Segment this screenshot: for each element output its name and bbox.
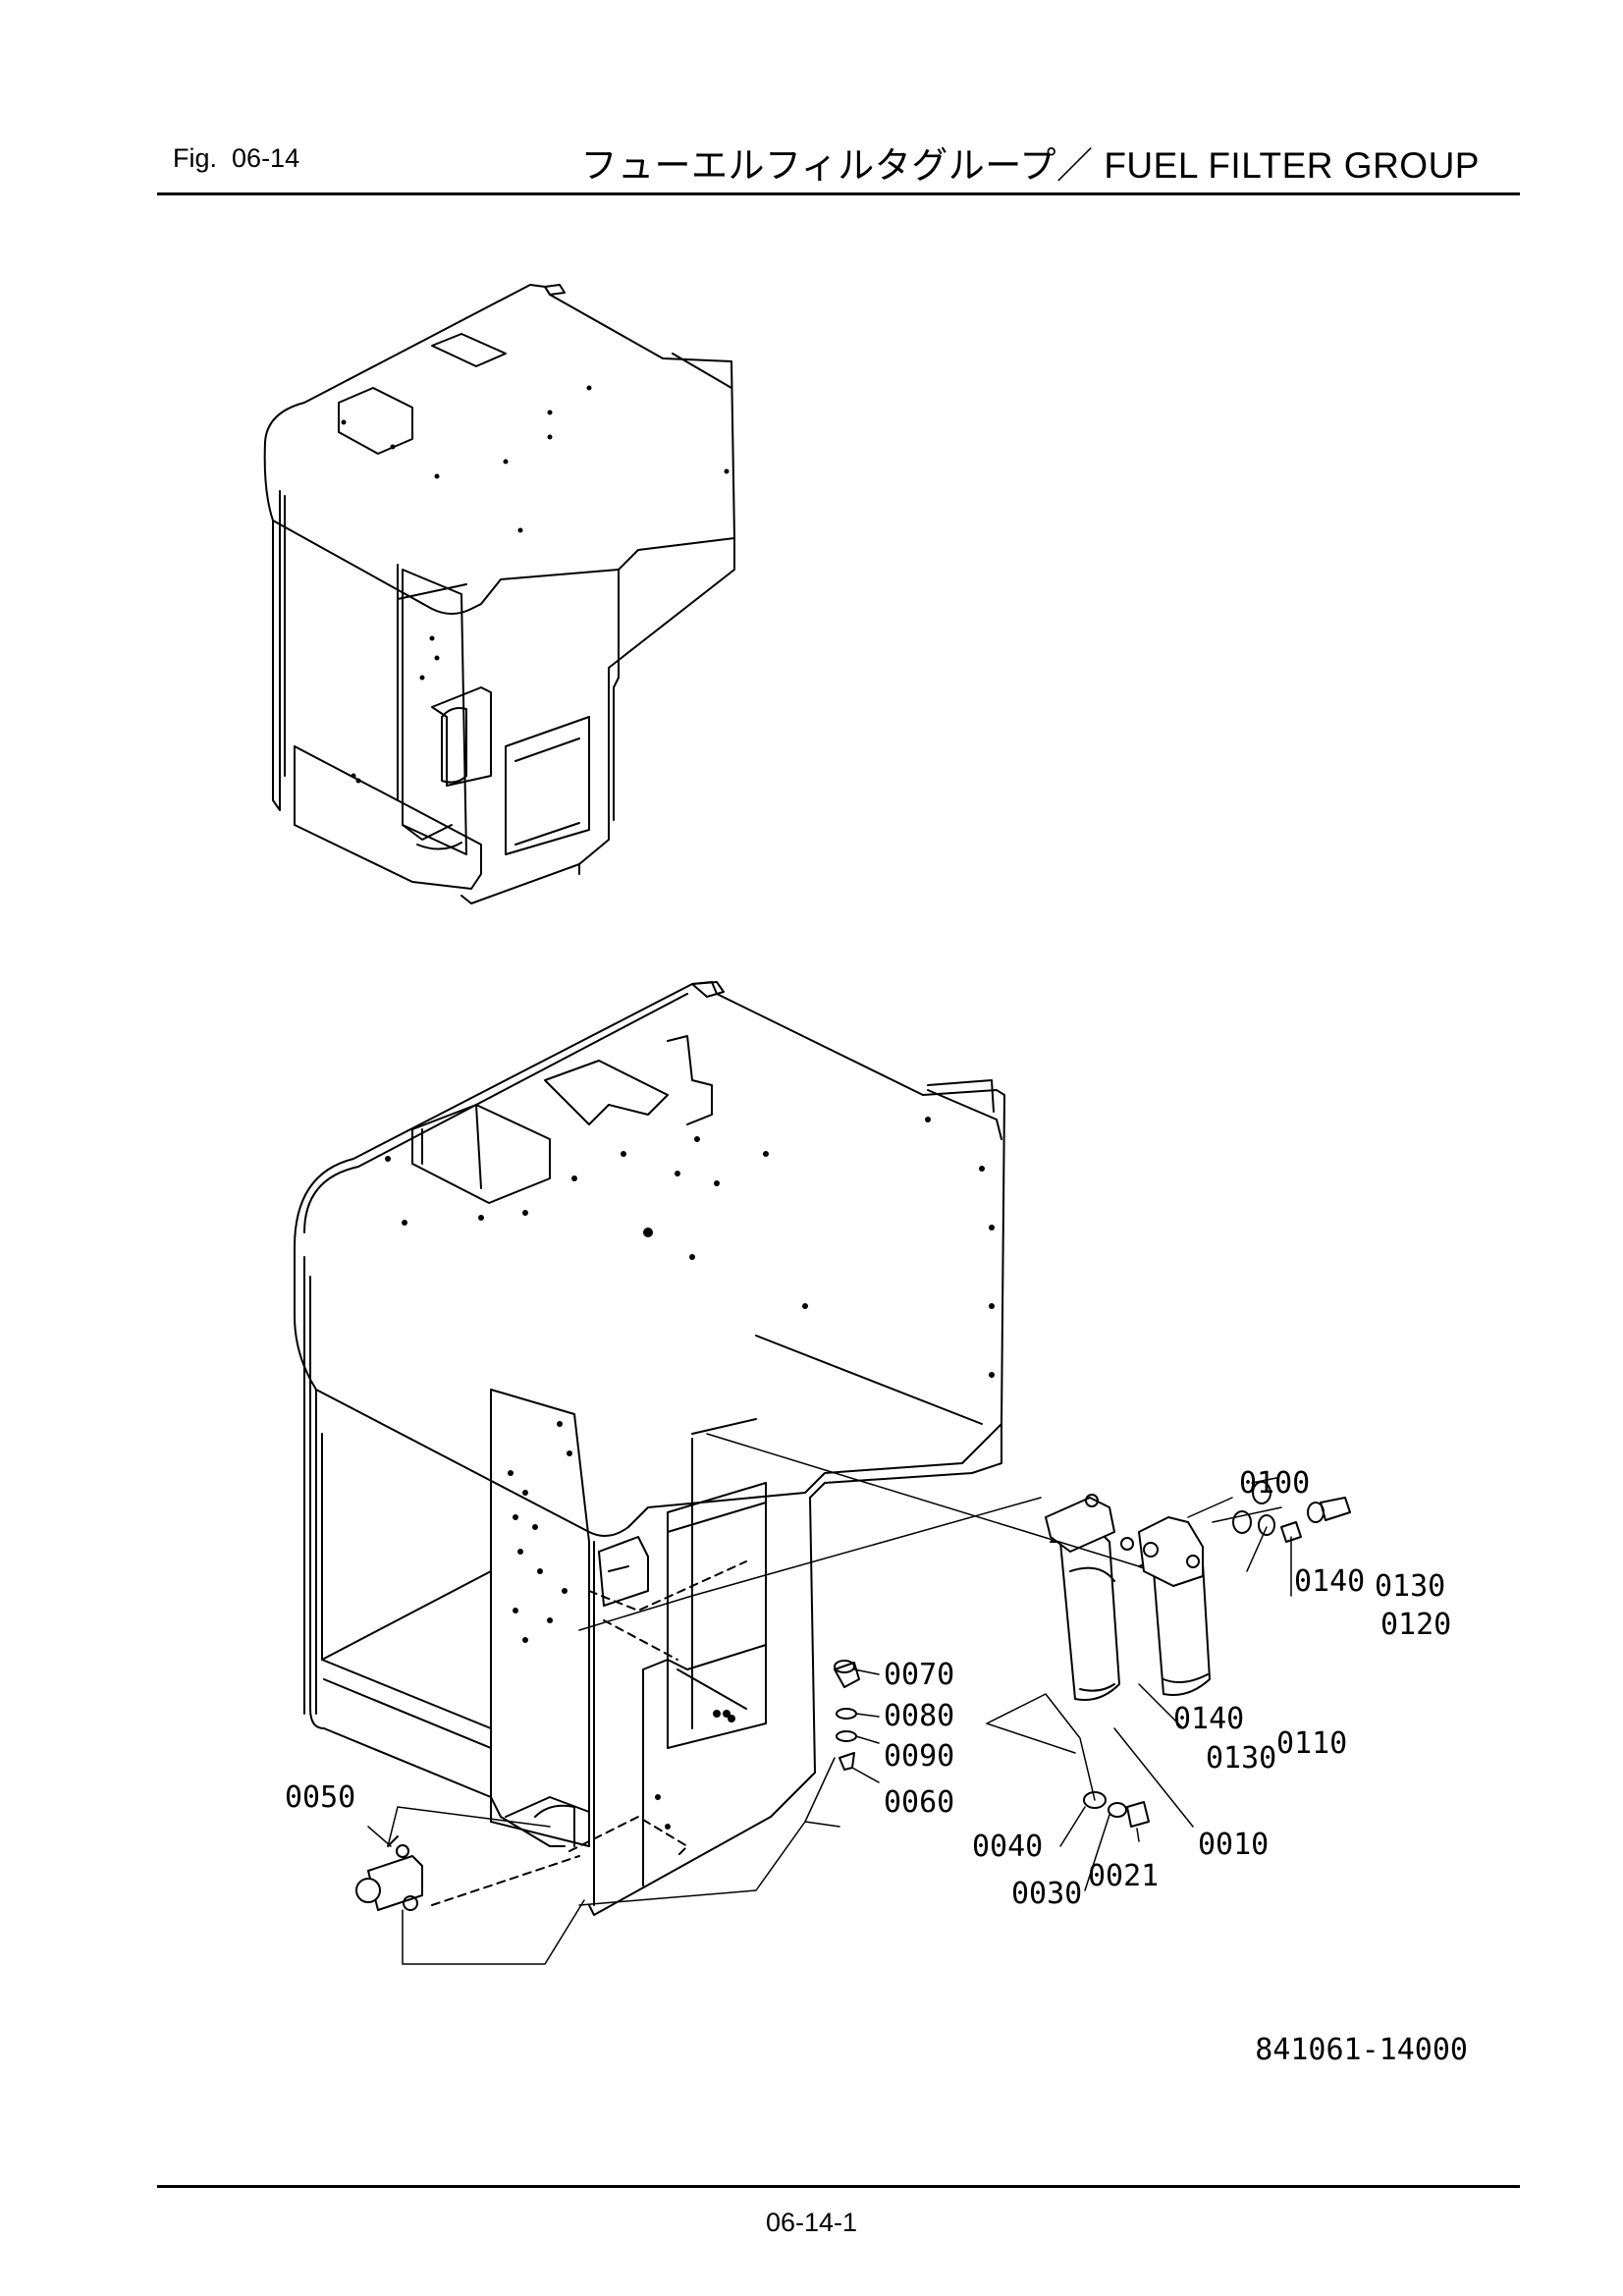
overview-illustration <box>263 284 735 904</box>
header-rule <box>157 192 1520 195</box>
callout-0040: 0040 <box>972 1830 1043 1864</box>
page-number: 06-14-1 <box>765 2208 858 2237</box>
callout-labels: 0100 0140 0130 0120 0140 0130 0110 0070 … <box>285 1466 1451 1911</box>
fuel-filter-0010 <box>1045 1494 1134 1701</box>
callout-0100: 0100 <box>1239 1466 1310 1501</box>
footer-rule <box>157 2185 1520 2188</box>
callout-0021: 0021 <box>1088 1859 1159 1893</box>
callout-0140-a: 0140 <box>1294 1564 1365 1599</box>
fig-label-text: Fig. <box>173 143 218 173</box>
page-title: フューエルフィルタグループ／ FUEL FILTER GROUP <box>580 145 1480 186</box>
drawing-number: 841061-14000 <box>1255 2033 1468 2067</box>
callout-0110: 0110 <box>1276 1726 1347 1761</box>
fuel-filter-0100 <box>1138 1516 1211 1696</box>
callout-0080: 0080 <box>884 1699 954 1733</box>
figure-label: Fig. 06-14 <box>173 143 299 174</box>
fig-number: 06-14 <box>232 143 300 173</box>
callout-0090: 0090 <box>884 1739 954 1774</box>
callout-0010: 0010 <box>1198 1828 1269 1862</box>
callout-0120: 0120 <box>1380 1608 1451 1642</box>
callout-0070: 0070 <box>884 1658 954 1692</box>
fuel-pump-0050 <box>355 1835 423 1911</box>
hardware-washers-bolts <box>834 1481 1351 1828</box>
leader-lines <box>367 1433 1292 1965</box>
callout-0060: 0060 <box>884 1785 954 1820</box>
main-illustration <box>294 981 1351 1965</box>
callout-0030: 0030 <box>1011 1877 1082 1911</box>
callout-0130-a: 0130 <box>1375 1569 1445 1604</box>
callout-0050: 0050 <box>285 1780 355 1815</box>
callout-0140-b: 0140 <box>1173 1702 1244 1736</box>
callout-0130-b: 0130 <box>1206 1741 1276 1776</box>
